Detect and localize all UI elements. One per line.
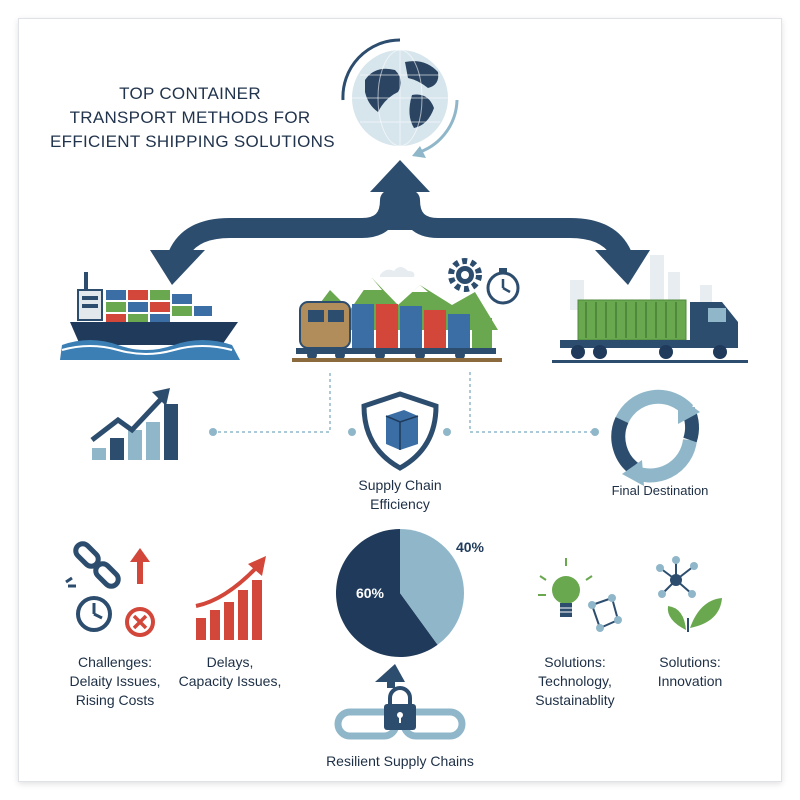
connector-dot [443,428,451,436]
solutions-technology-label: Solutions: Technology, Sustainablity [520,653,630,710]
cycle-arrows-icon [611,389,700,486]
pie-label-40pct: 40% [456,539,485,555]
dotted-connectors [218,372,592,433]
center-label-line-1: Supply Chain [358,477,442,493]
connector-dot [209,428,217,436]
challenges-label: Challenges: Delaity Issues, Rising Costs [55,653,175,710]
pie-slice-40pct [400,529,464,645]
challenges-line-3: Rising Costs [75,692,155,708]
challenges-line-1: Challenges: [78,654,152,670]
delays-line-2: Capacity Issues, [178,673,282,689]
solutions-innov-line-1: Solutions: [659,654,721,670]
solutions-innovation-label: Solutions: Innovation [640,653,740,691]
network-leaf-icon [656,556,722,632]
page-title: TOP CONTAINER TRANSPORT METHODS FOR EFFI… [50,82,335,154]
delays-label: Delays, Capacity Issues, [170,653,290,691]
red-bar-chart-icon [195,556,266,640]
supply-chain-efficiency-label: Supply Chain Efficiency [330,476,470,514]
shield-container-icon [361,391,439,471]
train-icon [292,267,502,362]
pie-chart: 60% 40% [336,529,485,657]
globe-icon [341,38,459,158]
gear-icon [448,258,482,292]
pie-label-60pct: 60% [356,585,385,601]
solutions-innov-line-2: Innovation [657,673,723,689]
title-line-1: TOP CONTAINER [119,84,261,103]
solutions-tech-line-1: Solutions: [544,654,606,670]
connector-dot [591,428,599,436]
branch-arrows [150,160,650,285]
connector-dot [348,428,356,436]
chain-lock-icon [334,664,466,740]
growth-chart-icon [90,388,178,460]
clock-icon [486,268,520,305]
solutions-tech-line-2: Technology, [538,673,612,689]
ship-icon [60,272,240,360]
resilient-supply-chains-label: Resilient Supply Chains [326,753,474,769]
challenges-line-2: Delaity Issues, [69,673,161,689]
solutions-tech-line-3: Sustainablity [535,692,615,708]
lightbulb-icon [538,558,622,632]
title-line-3: EFFICIENT SHIPPING SOLUTIONS [50,132,335,151]
pie-slice-60pct [336,529,438,657]
delays-line-1: Delays, [206,654,254,670]
truck-icon [552,255,748,363]
final-destination-label: Final Destination [611,483,709,498]
title-line-2: TRANSPORT METHODS FOR [69,108,311,127]
center-label-line-2: Efficiency [370,496,430,512]
broken-chain-icon [65,541,155,637]
